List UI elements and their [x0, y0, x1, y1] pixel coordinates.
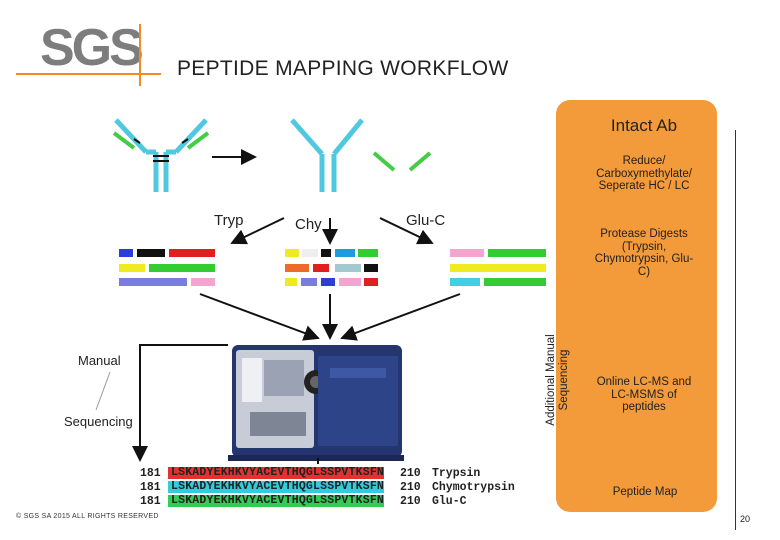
sequence-start: 181: [140, 481, 161, 494]
sequence-row-trypsin: 181 LSKADYEKHKVYACEVTHQGLSSPVTKSFN 210 T…: [140, 467, 560, 481]
panel-step-reduce: Reduce/ Carboxymethylate/ Seperate HC / …: [596, 155, 692, 192]
lc-ms-instrument-image: [228, 345, 404, 461]
enzyme-label-gluc: Glu-C: [406, 212, 446, 229]
sequence-enzyme: Glu-C: [432, 495, 467, 508]
panel-step-lcms: Online LC-MS and LC-MSMS of peptides: [596, 376, 692, 413]
peptide-bar: [358, 249, 378, 257]
peptide-bar: [285, 249, 299, 257]
intact-antibody-icon: [112, 118, 210, 192]
sequence-start: 181: [140, 467, 161, 480]
sequencing-label: Sequencing: [64, 414, 133, 429]
peptide-bar: [335, 249, 355, 257]
manual-label: Manual: [78, 353, 121, 368]
manual-label-leader: [95, 371, 111, 411]
peptide-bar: [285, 264, 309, 272]
copyright: © SGS SA 2015 ALL RIGHTS RESERVED: [16, 513, 159, 520]
manual-seq-arrow: [132, 344, 228, 462]
enzyme-label-chy: Chy: [295, 216, 322, 233]
workflow-panel: [556, 100, 717, 512]
logo-rule-vertical: [139, 24, 141, 86]
to-ms-arrow-left: [199, 293, 320, 341]
peptide-bar: [191, 278, 215, 286]
sequence-enzyme: Chymotrypsin: [432, 481, 515, 494]
sequence-end: 210: [400, 467, 421, 480]
peptide-bar: [339, 278, 361, 286]
peptide-bar: [321, 249, 331, 257]
sequence-text: LSKADYEKHKVYACEVTHQGLSSPVTKSFN: [168, 481, 385, 493]
peptide-bar: [119, 249, 133, 257]
peptide-bar: [169, 249, 215, 257]
peptide-bar: [488, 249, 546, 257]
sequence-enzyme: Trypsin: [432, 467, 481, 480]
peptide-bar: [119, 278, 187, 286]
sequence-text: LSKADYEKHKVYACEVTHQGLSSPVTKSFN: [168, 495, 385, 507]
peptide-bar: [364, 278, 378, 286]
page-number: 20: [740, 514, 751, 524]
panel-side-label: Additional Manual Sequencing: [545, 330, 571, 430]
separated-chains-icon: [290, 118, 432, 192]
gluc-arrow: [379, 217, 434, 245]
peptide-bar: [119, 264, 145, 272]
sequence-row-chymotrypsin: 181 LSKADYEKHKVYACEVTHQGLSSPVTKSFN 210 C…: [140, 481, 560, 495]
peptide-bar: [285, 278, 297, 286]
sequence-row-gluc: 181 LSKADYEKHKVYACEVTHQGLSSPVTKSFN 210 G…: [140, 495, 560, 509]
peptide-bar: [364, 264, 378, 272]
peptide-bar: [137, 249, 165, 257]
page-title: PEPTIDE MAPPING WORKFLOW: [177, 57, 509, 80]
right-margin-rule: [735, 130, 736, 530]
peptide-bar: [149, 264, 215, 272]
panel-side-label-line2: Sequencing: [558, 349, 570, 411]
peptide-bar: [302, 249, 318, 257]
peptide-bar: [335, 264, 361, 272]
peptide-bar: [321, 278, 335, 286]
peptide-bar: [450, 278, 480, 286]
peptide-bar: [301, 278, 317, 286]
peptide-bar: [450, 249, 484, 257]
panel-step-digest: Protease Digests (Trypsin, Chymotrypsin,…: [594, 228, 694, 278]
sequence-end: 210: [400, 495, 421, 508]
logo-rule-horizontal: [16, 73, 161, 75]
enzyme-label-tryp: Tryp: [214, 212, 244, 229]
sequence-text: LSKADYEKHKVYACEVTHQGLSSPVTKSFN: [168, 467, 385, 479]
sequence-start: 181: [140, 495, 161, 508]
panel-title: Intact Ab: [610, 116, 678, 135]
panel-final-peptide-map: Peptide Map: [612, 486, 678, 498]
panel-side-label-line1: Additional Manual: [545, 334, 557, 426]
peptide-bar: [484, 278, 546, 286]
sgs-logo: SGS: [40, 19, 144, 77]
sequence-end: 210: [400, 481, 421, 494]
tryp-arrow: [230, 217, 285, 245]
to-ms-arrow-right: [340, 293, 461, 341]
peptide-bar: [313, 264, 329, 272]
peptide-bar: [450, 264, 546, 272]
